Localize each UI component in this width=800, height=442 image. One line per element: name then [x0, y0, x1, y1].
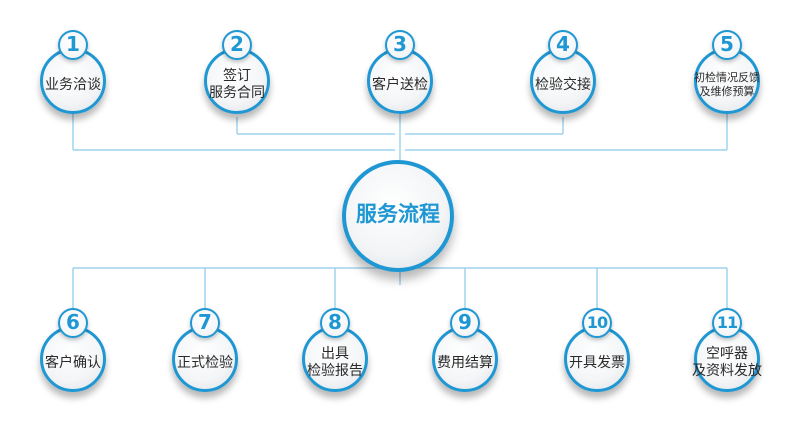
- step-label: 开具发票: [548, 344, 646, 382]
- step-number-badge: 6: [58, 308, 88, 338]
- step-label: 正式检验: [156, 344, 254, 382]
- step-label-line: 及维修预算: [699, 85, 755, 98]
- step-2-node: 2 签订 服务合同: [204, 30, 270, 114]
- step-label-line: 费用结算: [437, 354, 493, 371]
- step-number-badge: 11: [712, 308, 742, 338]
- step-1-node: 1 业务洽谈: [40, 30, 106, 114]
- step-number-badge: 1: [58, 30, 88, 60]
- step-number-badge: 4: [548, 30, 578, 60]
- step-3-node: 3 客户送检: [367, 30, 433, 114]
- step-label: 出具 检验报告: [286, 344, 384, 382]
- step-5-node: 5 初检情况反馈 及维修预算: [694, 30, 760, 114]
- step-label: 费用结算: [416, 344, 514, 382]
- step-number-badge: 2: [222, 30, 252, 60]
- step-9-node: 9 费用结算: [432, 308, 498, 392]
- step-label-line: 正式检验: [177, 354, 233, 371]
- step-label-line: 服务合同: [209, 85, 265, 101]
- step-number-badge: 5: [712, 30, 742, 60]
- step-label-line: 客户送检: [372, 76, 428, 93]
- step-4-node: 4 检验交接: [530, 30, 596, 114]
- step-label-line: 检验报告: [307, 363, 363, 379]
- step-label: 签订 服务合同: [188, 66, 286, 104]
- step-label: 检验交接: [514, 66, 612, 104]
- step-label: 空呼器 及资料发放: [678, 344, 776, 382]
- step-10-node: 10 开具发票: [564, 308, 630, 392]
- step-label-line: 空呼器: [706, 346, 748, 362]
- step-label-line: 及资料发放: [692, 363, 762, 379]
- step-circle: [367, 48, 433, 114]
- center-title: 服务流程: [356, 202, 440, 226]
- step-label: 初检情况反馈 及维修预算: [678, 66, 776, 104]
- step-label-line: 签订: [223, 68, 251, 84]
- step-7-node: 7 正式检验: [172, 308, 238, 392]
- step-label: 业务洽谈: [24, 66, 122, 104]
- step-number-badge: 7: [190, 308, 220, 338]
- step-6-node: 6 客户确认: [40, 308, 106, 392]
- step-label-line: 出具: [321, 346, 349, 362]
- step-number-badge: 3: [385, 30, 415, 60]
- step-label-line: 客户确认: [45, 354, 101, 371]
- step-label-line: 业务洽谈: [45, 76, 101, 93]
- step-number-badge: 8: [320, 308, 350, 338]
- step-label: 客户确认: [24, 344, 122, 382]
- center-hub: 服务流程: [342, 160, 454, 272]
- step-label-line: 检验交接: [535, 76, 591, 93]
- step-number-badge: 10: [582, 308, 612, 338]
- step-8-node: 8 出具 检验报告: [302, 308, 368, 392]
- step-11-node: 11 空呼器 及资料发放: [692, 308, 762, 392]
- step-label-line: 开具发票: [569, 354, 625, 371]
- step-label: 客户送检: [351, 66, 449, 104]
- step-number-badge: 9: [450, 308, 480, 338]
- step-label-line: 初检情况反馈: [694, 71, 760, 84]
